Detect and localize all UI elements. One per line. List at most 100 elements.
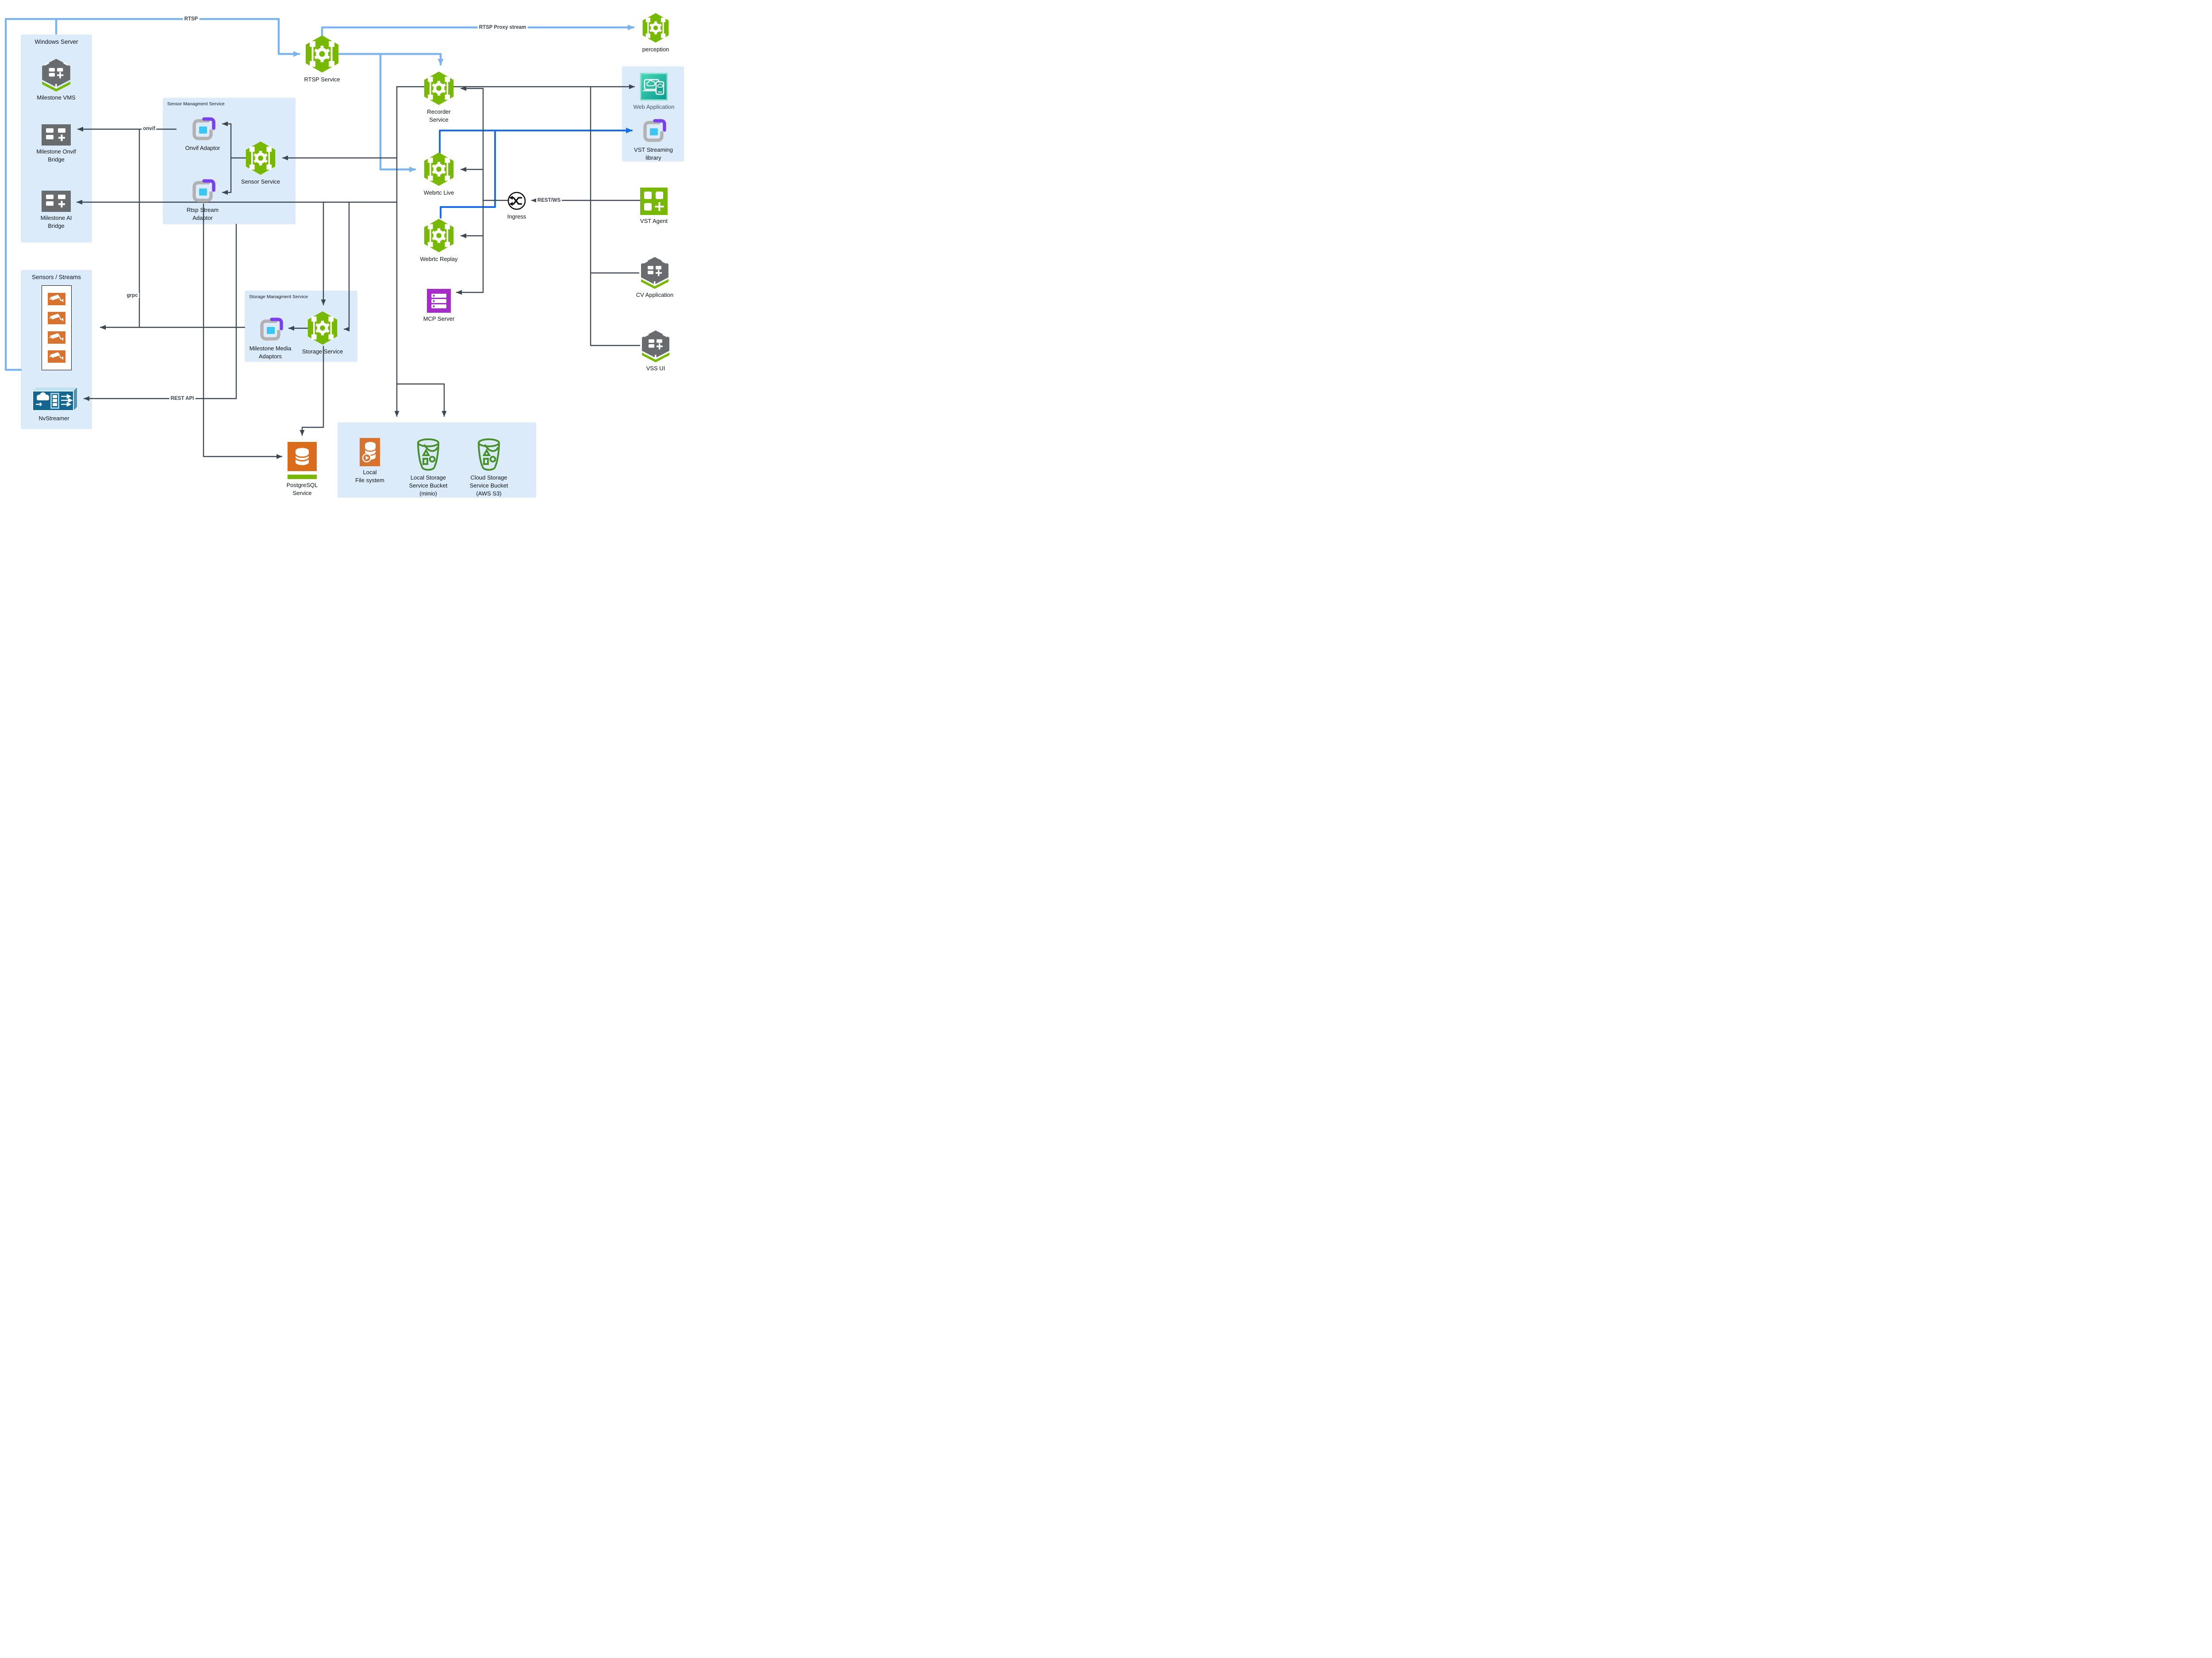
vst-streaming-library-icon [641, 118, 666, 144]
node-vss-ui: VSS UI [622, 330, 689, 372]
node-label: Storage Service [302, 348, 343, 355]
mcp-server-icon [427, 289, 451, 313]
node-label: Local Storage [410, 474, 446, 481]
panel-title: Windows Server [35, 38, 78, 45]
node-label: Adaptor [192, 214, 213, 221]
edge-into-postgres-left [203, 203, 283, 459]
node-label: Sensor Service [241, 178, 280, 185]
node-label: Onvif Adaptor [185, 145, 220, 151]
nvstreamer-icon [32, 388, 77, 411]
node-label: File system [355, 476, 384, 484]
postgresql-icon [288, 442, 317, 479]
edge-webrtc-to-vst-library [439, 127, 633, 154]
local-file-system-icon [360, 438, 380, 466]
node-vst-agent: VST Agent [621, 188, 687, 225]
architecture-diagram: Windows Server Sensors / Streams Sensor … [0, 0, 692, 509]
node-rtsp-service: RTSP Service [287, 35, 357, 84]
edge-label-rest-ws: REST/WS [536, 198, 562, 203]
panel-title: Storage Managment Service [249, 294, 308, 299]
node-ingress: Ingress [484, 191, 550, 221]
edge-rest-api [83, 223, 237, 401]
node-label: MCP Server [423, 315, 455, 322]
node-milestone-vms: Milestone VMS [23, 58, 89, 102]
service-hexagon-icon [423, 71, 455, 106]
node-label: Milestone VMS [37, 94, 76, 101]
cctv-camera-icon [48, 350, 65, 363]
edge-label-rtsp: RTSP [183, 16, 200, 22]
ingress-icon [507, 192, 526, 210]
node-label: (minio) [419, 490, 437, 497]
node-perception: perception [622, 12, 689, 54]
edge-rtsp-to-recorder [338, 53, 444, 66]
node-label: Service [292, 489, 312, 496]
cctv-camera-icon [48, 293, 65, 305]
onvif-adaptor-icon [190, 116, 215, 142]
rtsp-stream-adaptor-icon [190, 178, 215, 204]
node-webrtc-replay: Webrtc Replay [406, 218, 472, 263]
service-hexagon-icon [245, 141, 276, 176]
node-onvif-adaptor: Onvif Adaptor [169, 116, 236, 152]
node-label: (AWS S3) [476, 490, 502, 497]
minio-bucket-icon [415, 437, 442, 472]
node-label: Ingress [507, 213, 526, 220]
service-hexagon-icon [304, 35, 340, 73]
camera-list [42, 285, 72, 370]
node-label: Service [429, 116, 449, 123]
vss-ui-icon [640, 330, 672, 362]
node-web-application: Web Application [621, 73, 687, 111]
node-label: Service Bucket [409, 482, 448, 489]
node-label: Webrtc Replay [420, 256, 458, 262]
edge-into-storage-targets-2 [396, 383, 447, 417]
edge-label-rtsp-proxy-stream: RTSP Proxy stream [477, 25, 528, 30]
node-label: PostgreSQL [286, 482, 318, 488]
node-label: library [645, 154, 661, 161]
node-label: Service Bucket [469, 482, 508, 489]
node-mcp-server: MCP Server [406, 289, 472, 323]
edge-into-storage-service-right [343, 201, 350, 332]
node-label: VST Streaming [634, 146, 673, 153]
node-sensor-service: Sensor Service [227, 141, 294, 186]
node-nvstreamer: NvStreamer [23, 386, 85, 422]
node-label: RTSP Service [304, 76, 340, 83]
service-hexagon-icon [423, 218, 455, 253]
edge-sensor-to-onvif-adaptor [222, 121, 247, 159]
edge-label-onvif: onvif [142, 126, 157, 131]
node-storage-service: Storage Service [289, 311, 356, 356]
edge-label-rest-api: REST API [169, 396, 196, 401]
service-hexagon-icon [641, 12, 670, 43]
service-hexagon-icon [423, 152, 455, 187]
node-label: Cloud Storage [470, 474, 507, 481]
node-label: Milestone Onvif [36, 148, 76, 155]
vst-agent-icon [640, 188, 668, 215]
edge-ingress-to-webrtc-replay [440, 130, 496, 219]
s3-bucket-icon [475, 437, 503, 472]
node-label: NvStreamer [38, 415, 69, 422]
node-label: VST Agent [640, 218, 668, 224]
node-label: Bridge [48, 222, 65, 229]
edge-rtsp [4, 18, 300, 371]
cctv-camera-icon [48, 331, 65, 344]
edge-label-grpc: grpc [125, 293, 139, 298]
node-webrtc-live: Webrtc Live [406, 152, 472, 197]
edge-into-postgres-top [300, 345, 324, 436]
milestone-media-adaptors-icon [257, 317, 283, 342]
node-label: Web Application [633, 104, 675, 110]
node-label: Local [363, 469, 377, 476]
milestone-ai-bridge-icon [42, 191, 71, 212]
panel-title: Sensor Managment Service [167, 101, 225, 107]
edge-rtsp-to-webrtc-live [379, 53, 416, 173]
cctv-camera-icon [48, 312, 65, 324]
service-hexagon-icon [307, 311, 338, 345]
node-label: VSS UI [646, 365, 665, 372]
node-label: Recorder [427, 108, 451, 115]
milestone-onvif-bridge-icon [42, 124, 71, 146]
web-application-icon [640, 73, 668, 101]
